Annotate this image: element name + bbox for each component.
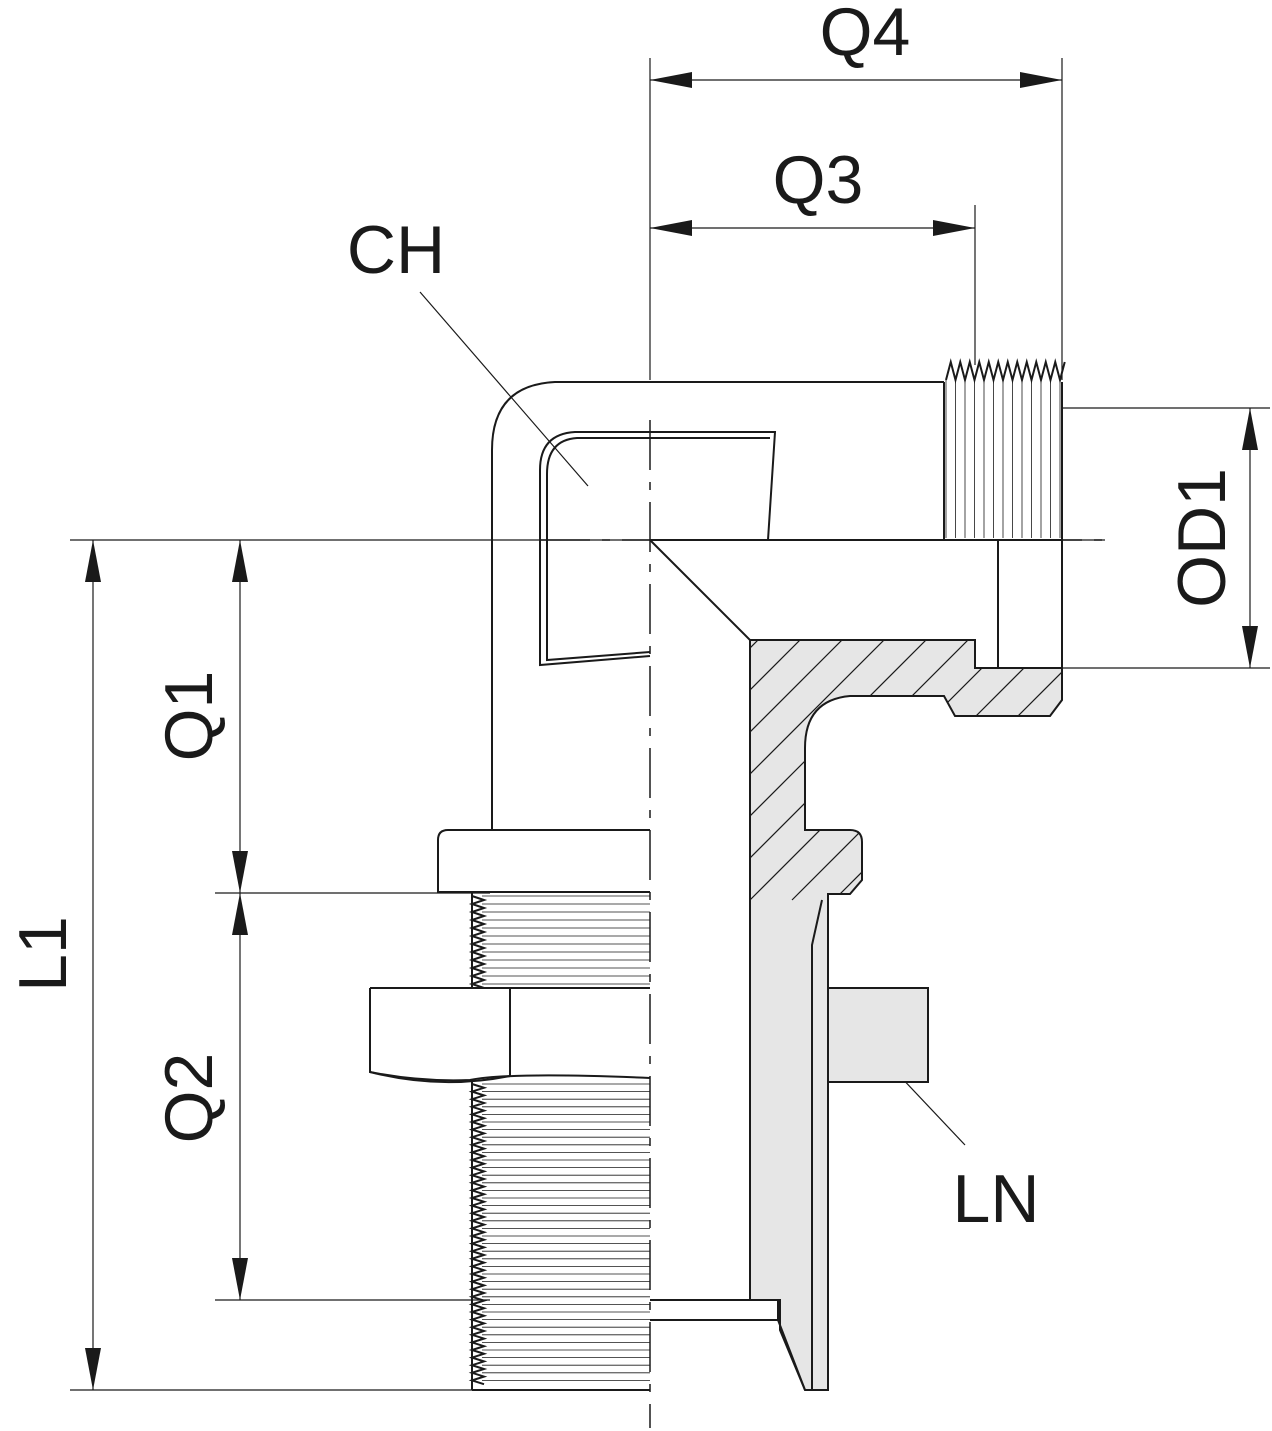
dim-label-q4: Q4	[820, 0, 911, 70]
stud-thread-lower	[468, 1083, 650, 1386]
dim-label-q3: Q3	[773, 142, 864, 218]
dim-label-l1: L1	[5, 916, 81, 992]
dim-label-q1: Q1	[151, 671, 227, 762]
stud-thread-upper	[468, 895, 650, 989]
callout-label-ch: CH	[347, 212, 445, 288]
exterior-view	[369, 381, 944, 1391]
dim-label-od1: OD1	[1164, 468, 1240, 608]
port-thread	[945, 358, 1066, 538]
dim-label-q2: Q2	[151, 1053, 227, 1144]
callout-label-ln: LN	[953, 1161, 1040, 1237]
dimension-lines	[70, 58, 1270, 1391]
